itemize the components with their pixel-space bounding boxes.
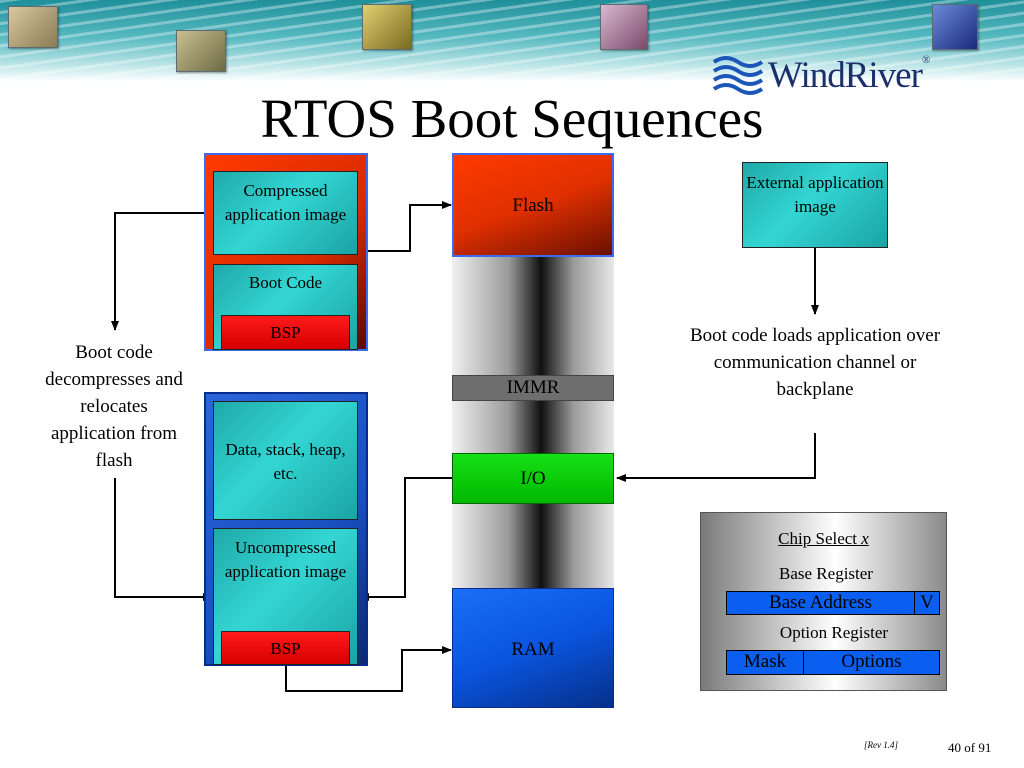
base-register-label: Base Register [779,564,873,583]
boot-code-label: Boot Code [248,273,323,292]
memory-immr: IMMR [452,375,614,401]
bsp-box-ram: BSP [221,631,350,665]
data-stack-heap-label: Data, stack, heap, etc. [225,440,346,483]
memory-ram: RAM [452,588,614,708]
telephone-photo-icon [8,6,58,48]
memory-io-label: I/O [520,468,546,489]
bsp-label-ram: BSP [270,639,301,658]
base-address-field: Base Address [726,591,915,615]
memory-io: I/O [452,453,614,504]
memory-flash: Flash [452,153,614,257]
external-image-label: External application image [746,173,884,216]
options-field: Options [803,650,940,675]
memory-gap-2 [452,401,614,453]
memory-flash-label: Flash [512,195,554,216]
windriver-logo: WindRiver® [712,52,952,98]
memory-immr-label: IMMR [506,377,560,398]
chip-select-panel: Chip Select x Base Register Base Address… [700,512,947,691]
document-photo-icon [600,4,648,50]
wave-logo-icon [712,56,764,95]
header-banner [0,0,1024,82]
logo-text: WindRiver® [768,54,930,96]
keyboard-photo-icon [176,30,226,72]
decompress-caption: Boot code decompresses and relocates app… [45,342,183,471]
compressed-image-label: Compressed application image [224,181,347,224]
valid-bit-field: V [914,591,940,615]
data-stack-heap-box: Data, stack, heap, etc. [213,401,358,520]
page-number: 40 of 91 [948,740,992,755]
memory-ram-label: RAM [511,639,555,660]
bsp-label-flash: BSP [270,323,301,342]
mask-field: Mask [726,650,804,675]
memory-gap-1 [452,257,614,375]
chip-select-title: Chip Select x [778,529,869,548]
external-image-box: External application image [742,162,888,248]
uncompressed-image-label: Uncompressed application image [224,538,347,581]
compressed-image-box: Compressed application image [213,171,358,255]
slide-title: RTOS Boot Sequences [260,88,764,149]
revision-label: [Rev 1.4] [864,740,898,750]
external-caption: Boot code loads application over communi… [689,325,941,400]
space-shuttle-photo-icon [362,4,412,50]
bsp-box-flash: BSP [221,315,350,350]
option-register-label: Option Register [779,623,889,642]
computer-photo-icon [932,4,978,50]
memory-gap-3 [452,504,614,588]
